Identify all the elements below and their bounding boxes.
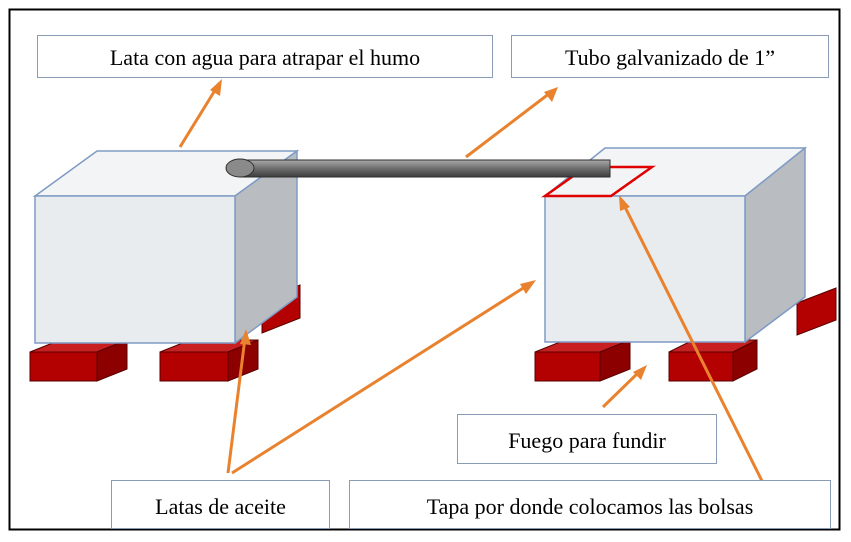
left-can-front [34, 195, 236, 344]
left-front-brick-1 [29, 339, 128, 382]
label-tapa: Tapa por donde colocamos las bolsas [349, 480, 831, 529]
outer-frame [8, 8, 841, 531]
arrow-latas-left [226, 329, 251, 474]
right-oil-can-assembly [534, 146, 837, 382]
right-front-brick-2 [668, 339, 758, 382]
label-tubo: Tubo galvanizado de 1” [511, 35, 829, 78]
label-latas-aceite: Latas de aceite [111, 480, 330, 529]
right-can-front [544, 195, 746, 343]
arrow-fuego [601, 365, 647, 409]
label-lata-agua: Lata con agua para atrapar el humo [37, 35, 493, 78]
right-back-brick [796, 287, 837, 336]
right-front-brick-1 [534, 339, 631, 382]
left-oil-can-assembly [29, 149, 301, 382]
arrows [178, 79, 764, 482]
galvanized-tube [225, 158, 611, 178]
arrow-tapa [619, 195, 764, 482]
arrow-tubo [465, 87, 558, 159]
arrow-lata-agua [178, 79, 222, 148]
arrow-latas-right [231, 280, 536, 475]
label-fuego: Fuego para fundir [457, 414, 717, 464]
